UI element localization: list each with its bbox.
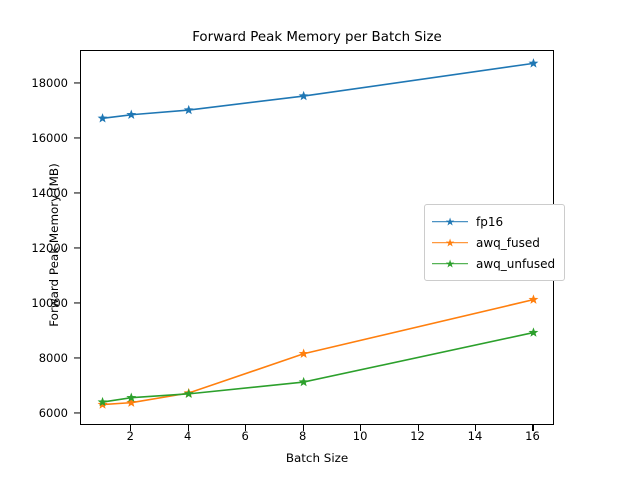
x-tick-mark xyxy=(532,425,534,431)
x-tick-mark xyxy=(417,425,419,431)
series-awq_unfused xyxy=(97,327,539,407)
x-tick-label: 2 xyxy=(126,429,134,443)
data-point-marker xyxy=(528,58,539,68)
data-point-marker xyxy=(97,396,108,407)
y-tick-mark xyxy=(73,357,80,359)
y-tick-label: 10000 xyxy=(31,295,68,310)
data-point-marker xyxy=(528,294,539,304)
series-awq_fused xyxy=(97,294,539,409)
data-point-marker xyxy=(126,109,137,119)
y-tick-label: 16000 xyxy=(31,130,68,145)
x-tick-label: 4 xyxy=(184,429,192,443)
series-line xyxy=(102,331,534,403)
legend-label: fp16 xyxy=(476,214,504,229)
x-tick-label: 8 xyxy=(298,429,307,443)
x-tick-mark xyxy=(130,425,132,431)
y-tick-mark xyxy=(73,137,80,139)
legend-label: awq_fused xyxy=(476,235,540,250)
data-point-marker xyxy=(126,392,137,402)
series-layer xyxy=(97,58,539,409)
legend-marker-icon: ★ xyxy=(432,258,468,270)
data-point-marker xyxy=(97,113,108,123)
chart-title: Forward Peak Memory per Batch Size xyxy=(192,30,442,45)
data-point-marker xyxy=(183,104,194,115)
y-tick-label: 14000 xyxy=(31,185,68,200)
x-tick-label: 16 xyxy=(525,429,540,443)
legend-label: awq_unfused xyxy=(476,256,556,271)
x-tick-label: 14 xyxy=(467,429,483,443)
data-point-marker xyxy=(298,90,309,101)
x-tick-mark xyxy=(302,425,304,431)
series-fp16 xyxy=(97,58,539,123)
y-tick-label: 6000 xyxy=(38,405,68,420)
x-tick-mark xyxy=(475,425,477,431)
y-tick-label: 12000 xyxy=(31,240,68,255)
y-tick-mark xyxy=(73,82,80,84)
data-point-marker xyxy=(528,327,539,337)
y-tick-mark xyxy=(73,302,80,304)
x-tick-label: 10 xyxy=(352,429,368,443)
series-line xyxy=(102,298,534,406)
x-tick-label: 6 xyxy=(241,429,249,443)
legend-item-awq_fused[interactable]: ★ awq_fused xyxy=(432,232,555,253)
y-tick-label: 8000 xyxy=(38,350,68,365)
data-point-marker xyxy=(298,376,309,387)
y-tick-mark xyxy=(73,412,80,414)
legend-item-fp16[interactable]: ★ fp16 xyxy=(432,211,555,232)
x-axis-label: Batch Size xyxy=(285,451,349,465)
legend-marker-icon: ★ xyxy=(432,237,468,249)
y-tick-mark xyxy=(73,192,80,194)
legend-marker-icon: ★ xyxy=(432,216,468,228)
data-point-marker xyxy=(298,348,309,358)
x-tick-mark xyxy=(245,425,247,431)
data-point-marker xyxy=(126,397,137,407)
plot-inner xyxy=(81,51,553,424)
legend-item-awq_unfused[interactable]: ★ awq_unfused xyxy=(432,253,555,274)
data-point-marker xyxy=(183,388,194,399)
y-tick-mark xyxy=(73,247,80,249)
x-tick-mark xyxy=(187,425,189,431)
x-tick-mark xyxy=(360,425,362,431)
legend: ★ fp16 ★ awq_fused ★ awq_unfused xyxy=(424,204,566,281)
x-tick-label: 12 xyxy=(410,429,425,443)
y-tick-label: 18000 xyxy=(31,75,68,90)
series-line xyxy=(102,62,534,120)
